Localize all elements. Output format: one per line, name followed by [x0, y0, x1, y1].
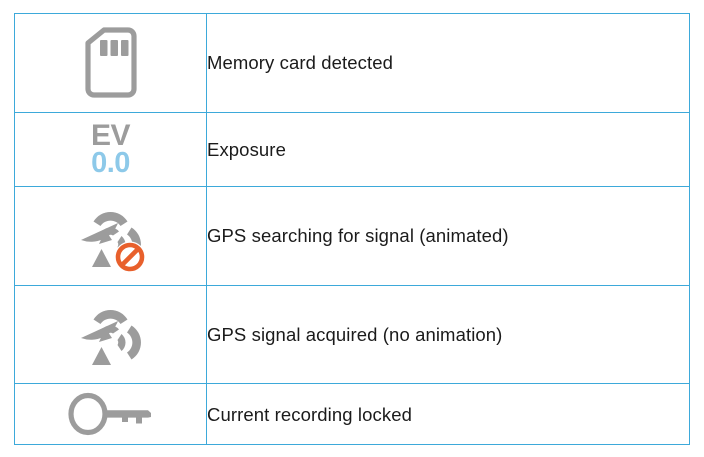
no-signal-badge [114, 241, 145, 272]
ev-value: 0.0 [91, 146, 130, 179]
icon-cell-gps-acquired [14, 284, 207, 385]
row-label: GPS searching for signal (animated) [207, 225, 509, 247]
label-cell-memory-card: Memory card detected [206, 13, 690, 113]
label-cell-gps-searching: GPS searching for signal (animated) [206, 186, 690, 286]
label-cell-gps-acquired: GPS signal acquired (no animation) [206, 284, 690, 385]
icon-legend-table: Memory card detected EV 0.0 Exposure [14, 13, 690, 445]
icon-cell-exposure: EV 0.0 [14, 111, 207, 188]
gps-searching-icon [15, 187, 206, 285]
key-icon [15, 384, 206, 444]
icon-cell-memory-card [14, 13, 207, 113]
icon-cell-key [14, 383, 207, 445]
table-row: GPS signal acquired (no animation) [14, 284, 690, 385]
row-label: GPS signal acquired (no animation) [207, 323, 503, 345]
label-cell-exposure: Exposure [206, 111, 690, 188]
row-label: Current recording locked [207, 403, 412, 425]
exposure-ev-icon: EV 0.0 [15, 113, 206, 187]
table-row: Memory card detected [14, 13, 690, 113]
memory-card-icon [15, 14, 206, 112]
table-row: GPS searching for signal (animated) [14, 186, 690, 286]
row-label: Exposure [207, 138, 286, 160]
row-label: Memory card detected [207, 52, 394, 74]
ev-label: EV [90, 119, 131, 153]
table-row: Current recording locked [14, 383, 690, 445]
icon-cell-gps-searching [14, 186, 207, 286]
gps-acquired-icon [15, 286, 206, 384]
table-row: EV 0.0 Exposure [14, 111, 690, 188]
label-cell-key: Current recording locked [206, 383, 690, 445]
